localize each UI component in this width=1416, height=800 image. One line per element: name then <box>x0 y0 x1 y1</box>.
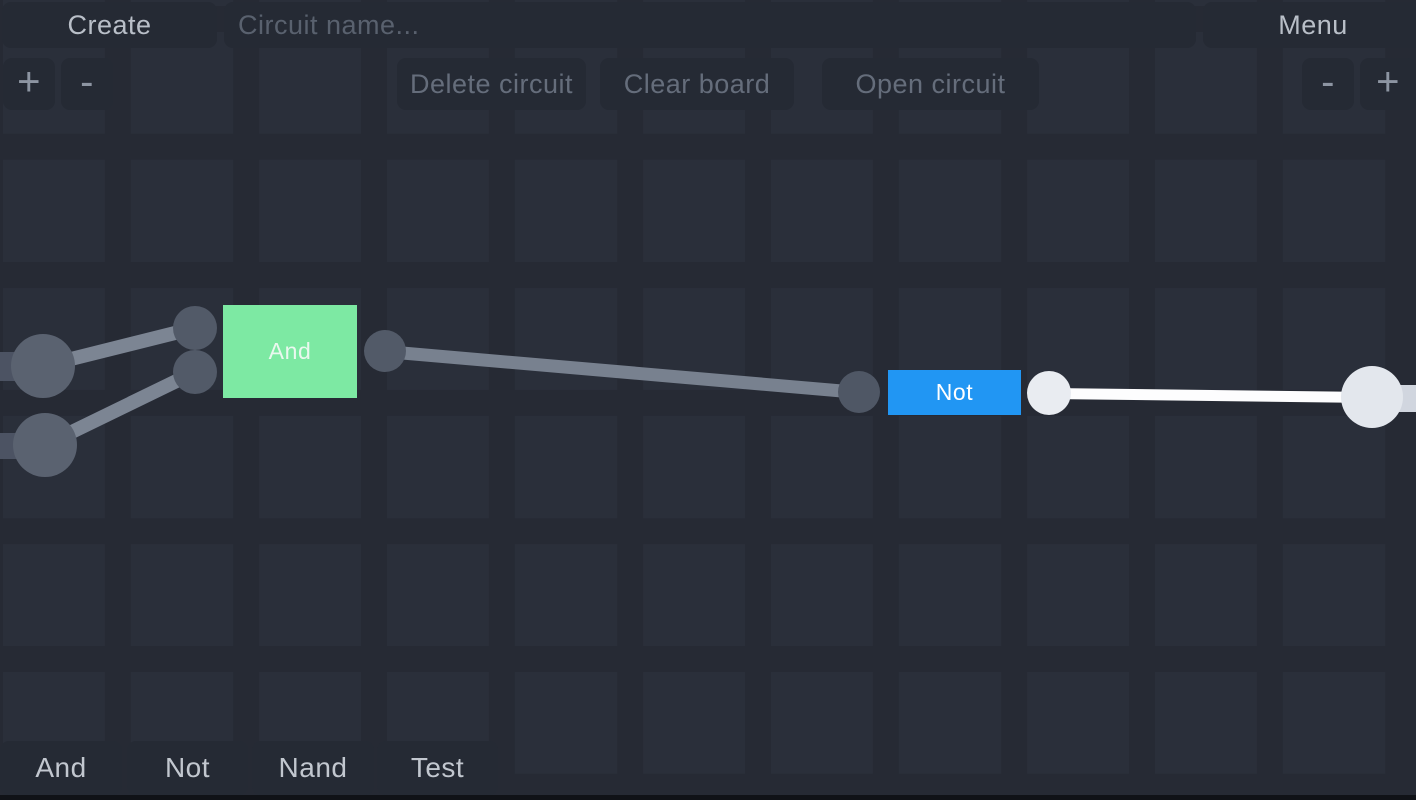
wire-and-to-not <box>384 344 860 399</box>
and-input-pin-2[interactable] <box>173 350 217 394</box>
palette-item-test[interactable]: Test <box>377 741 498 795</box>
not-gate[interactable]: Not <box>888 370 1021 415</box>
zoom-in-button-right[interactable]: + <box>1360 58 1416 110</box>
circuit-name-input[interactable] <box>224 2 1196 48</box>
create-button[interactable]: Create <box>2 2 217 48</box>
and-output-pin[interactable] <box>364 330 406 372</box>
wire-not-to-output <box>1048 387 1373 403</box>
menu-button[interactable]: Menu <box>1203 2 1416 48</box>
palette-item-not[interactable]: Not <box>127 741 248 795</box>
not-input-pin[interactable] <box>838 371 880 413</box>
delete-circuit-button[interactable]: Delete circuit <box>397 58 586 110</box>
output-node[interactable] <box>1341 366 1403 428</box>
zoom-out-button-right[interactable]: - <box>1302 58 1354 110</box>
open-circuit-button[interactable]: Open circuit <box>822 58 1039 110</box>
and-gate[interactable]: And <box>223 305 357 398</box>
bottom-strip <box>0 795 1416 800</box>
zoom-in-button-left[interactable]: + <box>3 58 55 110</box>
input-node-2[interactable] <box>13 413 77 477</box>
zoom-out-button-left[interactable]: - <box>61 58 113 110</box>
palette-item-nand[interactable]: Nand <box>252 741 374 795</box>
and-input-pin-1[interactable] <box>173 306 217 350</box>
palette-item-and[interactable]: And <box>0 741 122 795</box>
clear-board-button[interactable]: Clear board <box>600 58 794 110</box>
input-node-1[interactable] <box>11 334 75 398</box>
not-output-pin[interactable] <box>1027 371 1071 415</box>
